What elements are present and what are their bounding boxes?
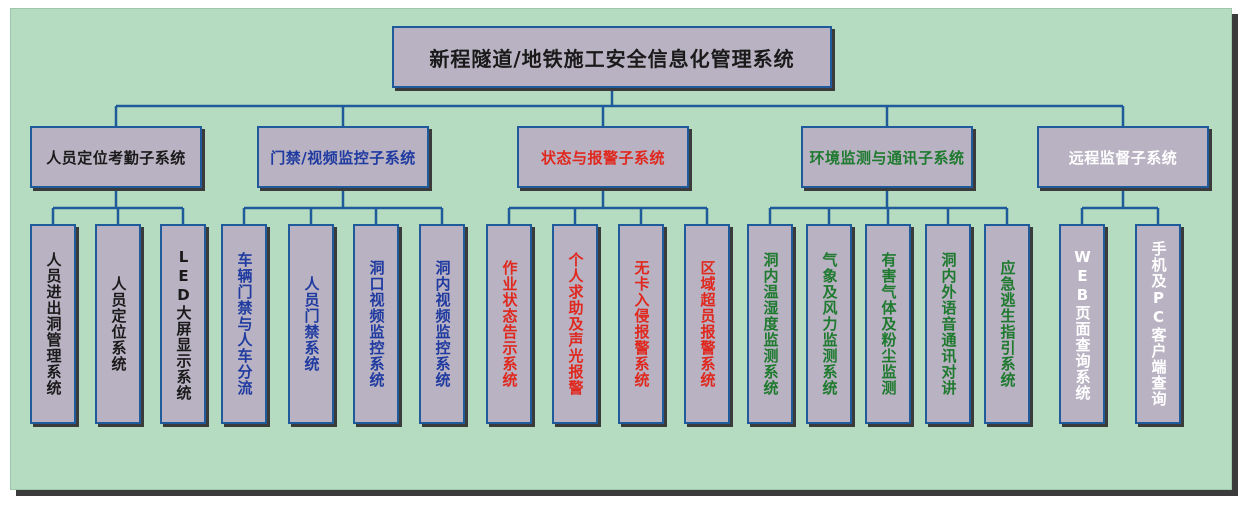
subsystem-box: 环境监测与通讯子系统 [801,126,973,188]
subsystem-box: 状态与报警子系统 [517,126,689,188]
module-box: 洞口视频监控系统 [353,224,399,424]
subsystem-box: 门禁/视频监控子系统 [257,126,429,188]
module-box: 人员门禁系统 [288,224,334,424]
module-box: LED大屏显示系统 [160,224,206,424]
module-box: 车辆门禁与人车分流 [221,224,267,424]
module-box: 作业状态告示系统 [486,224,532,424]
module-box: 有害气体及粉尘监测 [865,224,911,424]
module-box: 气象及风力监测系统 [806,224,852,424]
root-system-title: 新程隧道/地铁施工安全信息化管理系统 [392,26,832,88]
subsystem-box: 人员定位考勤子系统 [30,126,202,188]
module-box: 应急逃生指引系统 [984,224,1030,424]
module-box: WEB页面查询系统 [1059,224,1105,424]
module-box: 洞内视频监控系统 [419,224,465,424]
module-box: 人员进出洞管理系统 [30,224,76,424]
module-box: 人员定位系统 [95,224,141,424]
subsystem-box: 远程监督子系统 [1037,126,1209,188]
module-box: 手机及PC客户端查询 [1135,224,1181,424]
module-box: 个人求助及声光报警 [552,224,598,424]
module-box: 洞内温湿度监测系统 [747,224,793,424]
module-box: 区域超员报警系统 [684,224,730,424]
module-box: 洞内外语音通讯对讲 [925,224,971,424]
module-box: 无卡入侵报警系统 [618,224,664,424]
